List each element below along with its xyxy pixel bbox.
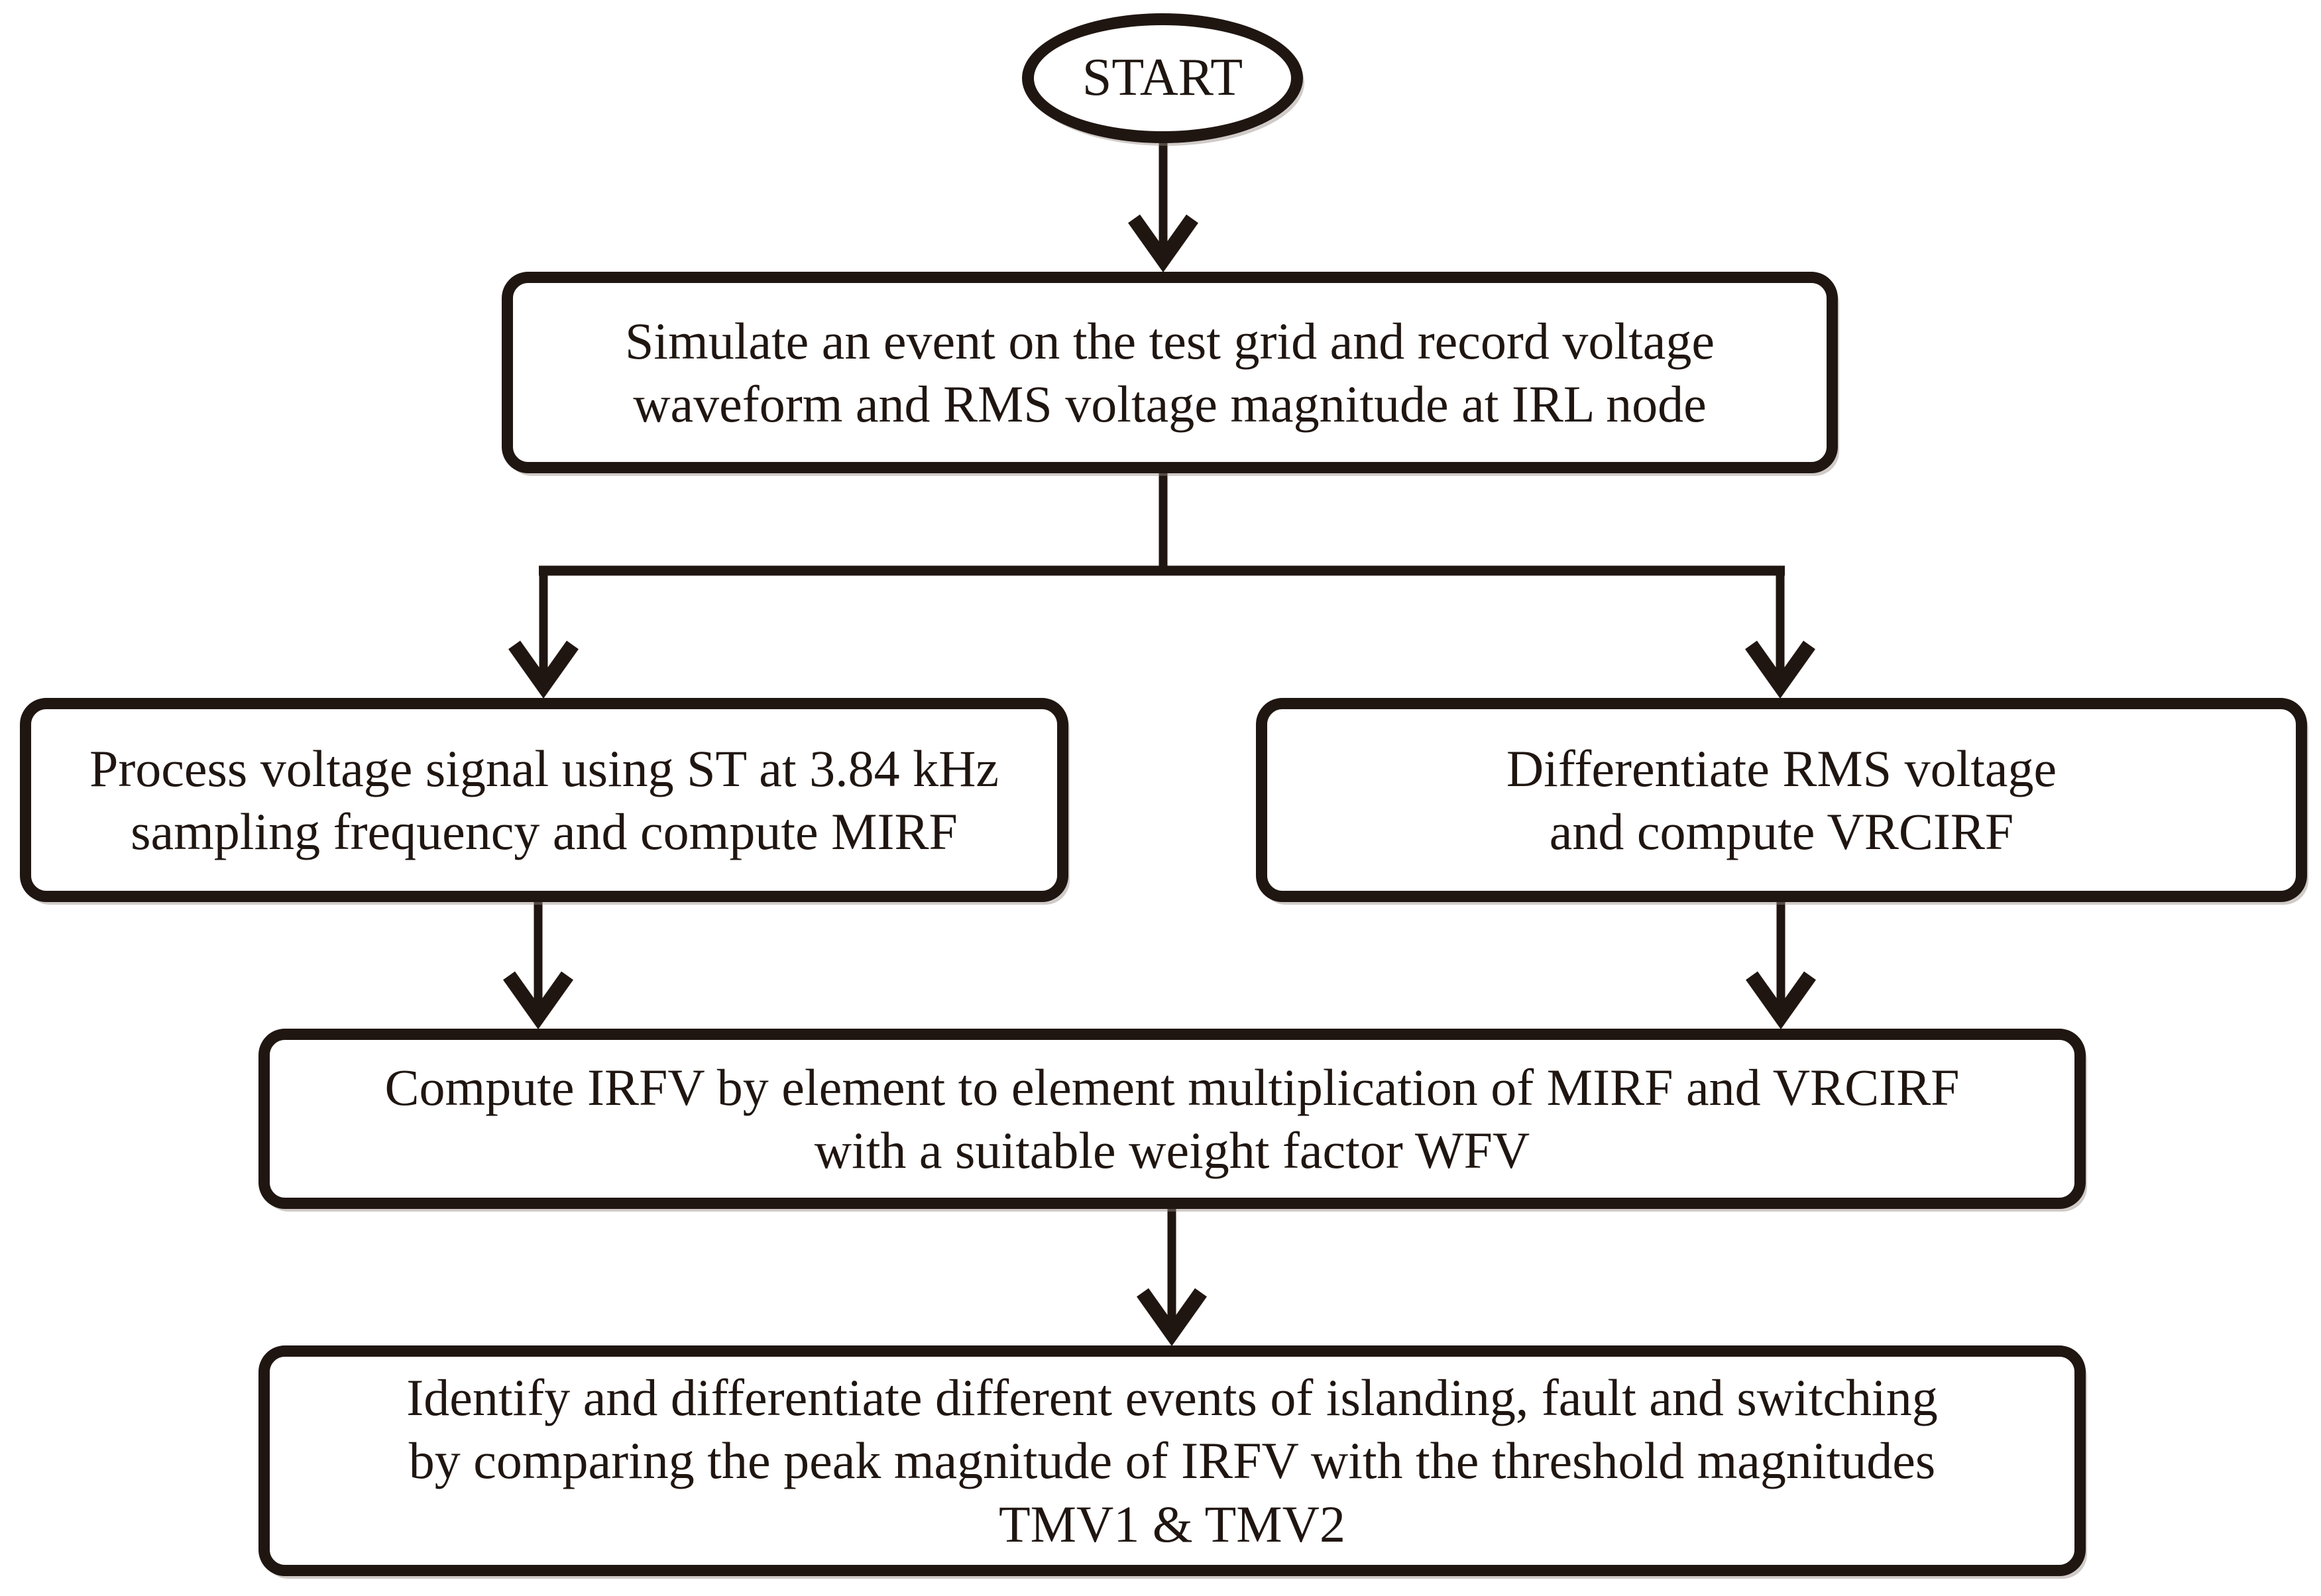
node-simulate-event-label: Simulate an event on the test grid and r… xyxy=(625,312,1715,433)
connector-simulate-branch xyxy=(514,471,1809,690)
node-identify-events: Identify and differentiate different eve… xyxy=(258,1345,2086,1576)
node-identify-events-label: Identify and differentiate different eve… xyxy=(406,1369,1938,1553)
connector-differentiate-to-compute xyxy=(1752,899,1810,1019)
node-differentiate-rms: Differentiate RMS voltage and compute VR… xyxy=(1256,698,2307,902)
node-start: START xyxy=(1022,13,1303,143)
node-differentiate-rms-label: Differentiate RMS voltage and compute VR… xyxy=(1506,739,2057,860)
node-process-voltage-label: Process voltage signal using ST at 3.84 … xyxy=(89,739,999,860)
node-process-voltage: Process voltage signal using ST at 3.84 … xyxy=(20,698,1068,902)
node-compute-irfv: Compute IRFV by element to element multi… xyxy=(258,1029,2086,1209)
node-compute-irfv-label: Compute IRFV by element to element multi… xyxy=(384,1058,1960,1179)
node-start-label: START xyxy=(1082,48,1243,107)
node-simulate-event: Simulate an event on the test grid and r… xyxy=(502,272,1838,473)
connector-compute-to-identify xyxy=(1143,1206,1201,1336)
connector-process-to-compute xyxy=(509,899,567,1019)
connector-start-to-simulate xyxy=(1134,141,1192,262)
